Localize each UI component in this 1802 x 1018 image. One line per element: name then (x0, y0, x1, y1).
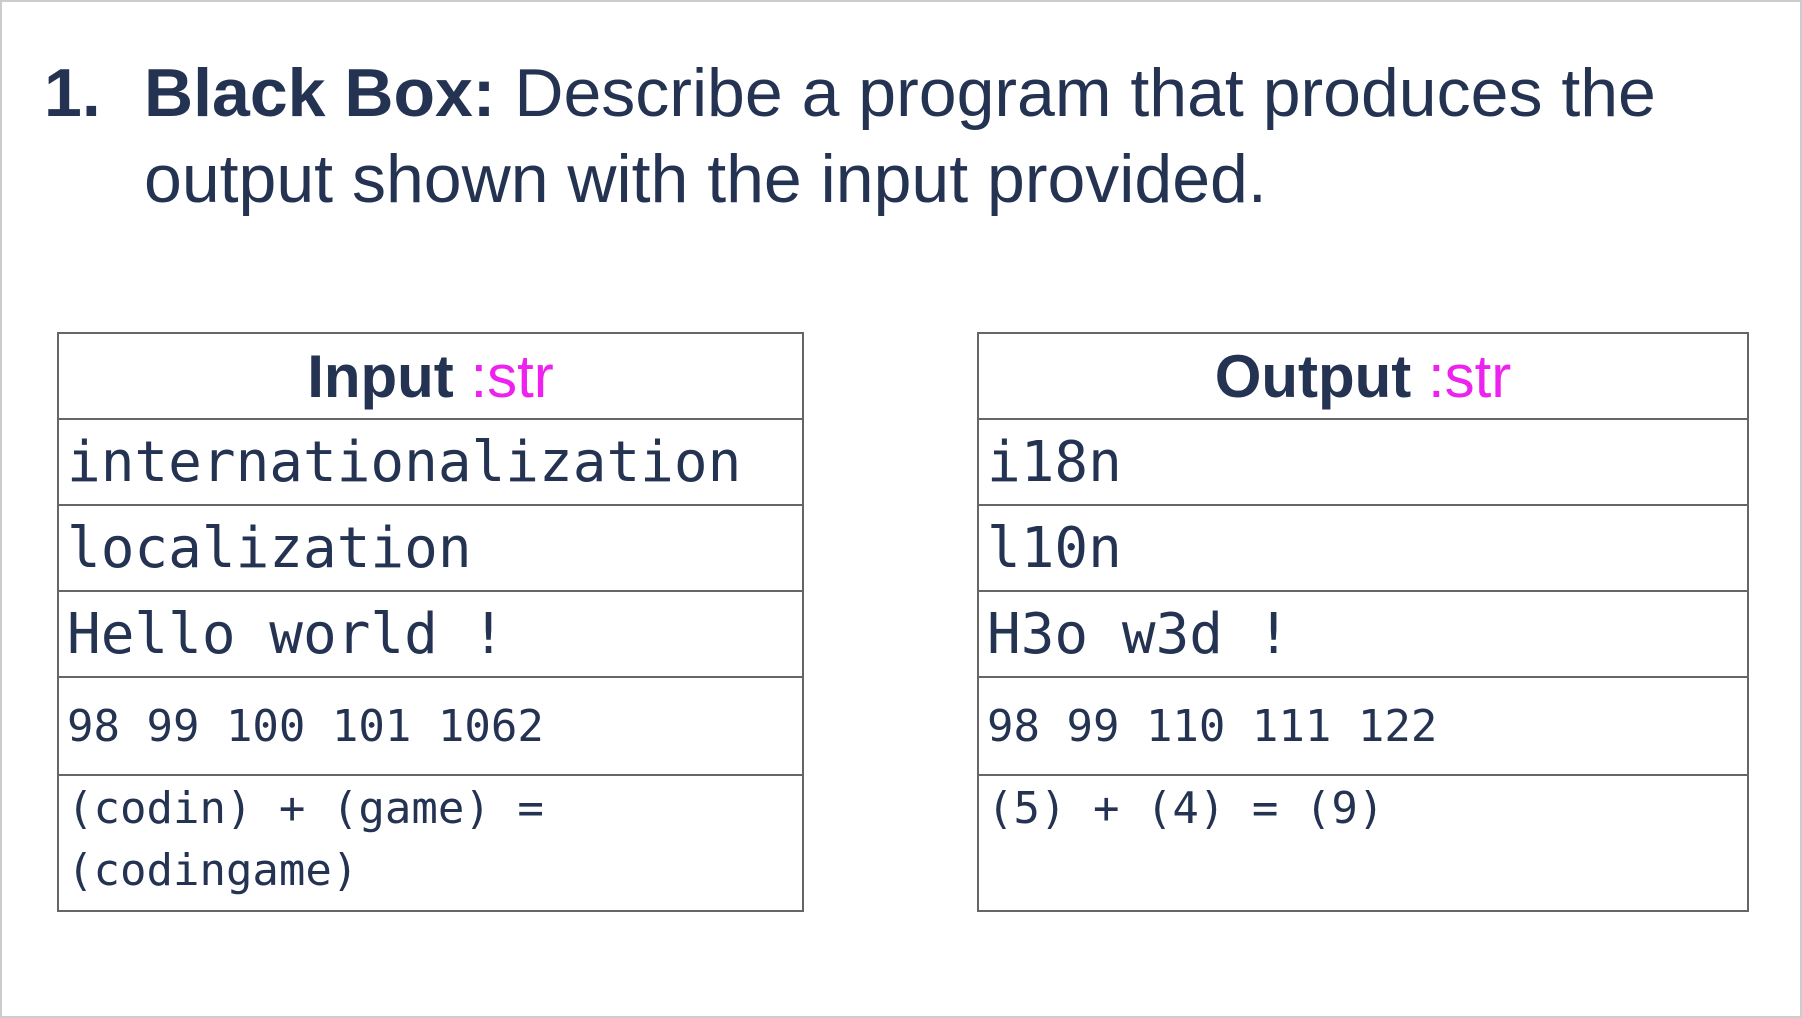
output-type-tag: :str (1427, 342, 1512, 410)
table-row: H3o w3d ! (977, 590, 1749, 678)
input-cell: Hello world ! (57, 590, 804, 678)
output-header-row: Output :str (977, 332, 1749, 420)
input-header: Input :str (57, 332, 804, 420)
table-row: i18n (977, 418, 1749, 506)
input-type-tag: :str (470, 342, 554, 410)
output-cell: (5) + (4) = (9) (977, 774, 1749, 912)
output-cell: H3o w3d ! (977, 590, 1749, 678)
input-cell: (codin) + (game) = (codingame) (57, 774, 804, 912)
question-text: Describe a program that produces the out… (144, 55, 1656, 217)
input-header-row: Input :str (57, 332, 804, 420)
table-row: 98 99 100 101 1062 (57, 676, 804, 776)
input-cell: localization (57, 504, 804, 592)
input-table: Input :str internationalization localiza… (57, 332, 804, 912)
output-cell: l10n (977, 504, 1749, 592)
output-header-label: Output (1214, 342, 1412, 410)
table-row: Hello world ! (57, 590, 804, 678)
output-cell: i18n (977, 418, 1749, 506)
output-header: Output :str (977, 332, 1749, 420)
table-row: (5) + (4) = (9) (977, 774, 1749, 912)
table-row: l10n (977, 504, 1749, 592)
input-header-label: Input (307, 342, 454, 410)
question-number: 1. (44, 55, 101, 131)
question-label: Black Box: (144, 55, 496, 131)
input-cell: internationalization (57, 418, 804, 506)
table-row: 98 99 110 111 122 (977, 676, 1749, 776)
input-cell: 98 99 100 101 1062 (57, 676, 804, 776)
output-table: Output :str i18n l10n H3o w3d ! 98 99 11… (977, 332, 1749, 912)
table-row: (codin) + (game) = (codingame) (57, 774, 804, 912)
question-body: Black Box: Describe a program that produ… (144, 50, 1744, 222)
output-cell: 98 99 110 111 122 (977, 676, 1749, 776)
table-row: localization (57, 504, 804, 592)
table-row: internationalization (57, 418, 804, 506)
